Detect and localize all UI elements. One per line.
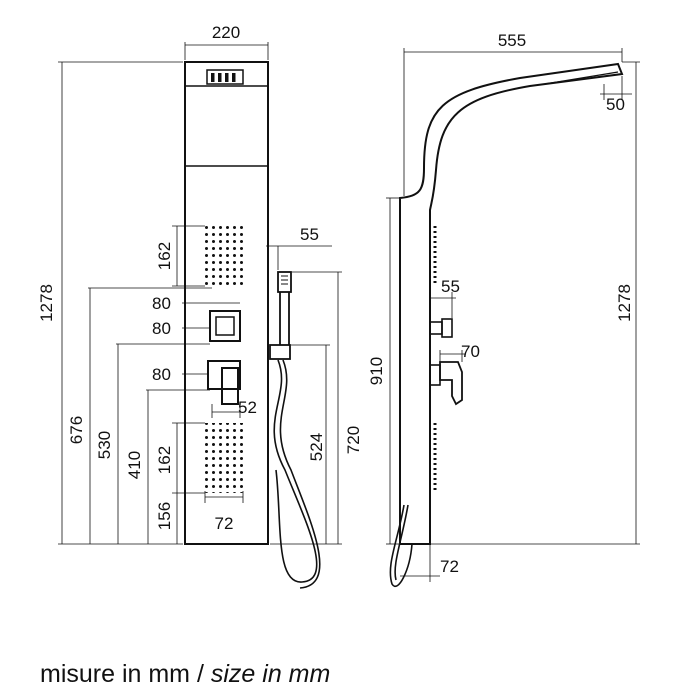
dim-jet-bottom-offset: 156 [155, 502, 174, 530]
dim-height-410: 410 [125, 451, 144, 479]
front-view: 220 1278 676 530 410 162 80 80 80 [37, 23, 363, 589]
dim-front-height: 1278 [37, 284, 56, 322]
dim-holder-top: 720 [344, 426, 363, 454]
caption-separator: / [190, 660, 211, 688]
dim-control-1: 80 [152, 294, 171, 313]
caption-english: size in mm [210, 660, 331, 688]
dim-mixer-depth: 52 [238, 398, 257, 417]
diverter-knob-icon [209, 310, 241, 342]
dim-control-2: 80 [152, 319, 171, 338]
dim-base-depth: 72 [440, 557, 459, 576]
dim-height-530: 530 [95, 431, 114, 459]
vent-icon [206, 69, 244, 85]
dim-holder-height: 524 [307, 433, 326, 461]
dim-side-height: 1278 [615, 284, 634, 322]
caption-italian: misure in mm [40, 660, 191, 688]
upper-jet-field [205, 226, 243, 286]
dim-jet-zone-top: 162 [155, 242, 174, 270]
dim-side-depth: 555 [498, 31, 526, 50]
dim-mixer-side-depth: 70 [461, 342, 480, 361]
mixer-lever-icon [207, 360, 241, 405]
dim-control-3: 80 [152, 365, 171, 384]
dim-head-width: 50 [606, 95, 625, 114]
dim-jet-width: 72 [215, 514, 234, 533]
side-profile [399, 62, 624, 545]
dim-hand-shower-width: 55 [300, 225, 319, 244]
caption: misure in mm / size in mm [40, 660, 330, 689]
dim-front-width: 220 [212, 23, 240, 42]
dim-height-676: 676 [67, 416, 86, 444]
hand-shower-icon [269, 271, 321, 589]
lower-jet-field [205, 423, 243, 493]
dim-jet-zone-bottom: 162 [155, 446, 174, 474]
side-view: 555 50 1278 910 55 70 72 [367, 31, 640, 587]
dim-outlet-height: 910 [367, 357, 386, 385]
dim-outlet-depth: 55 [441, 277, 460, 296]
